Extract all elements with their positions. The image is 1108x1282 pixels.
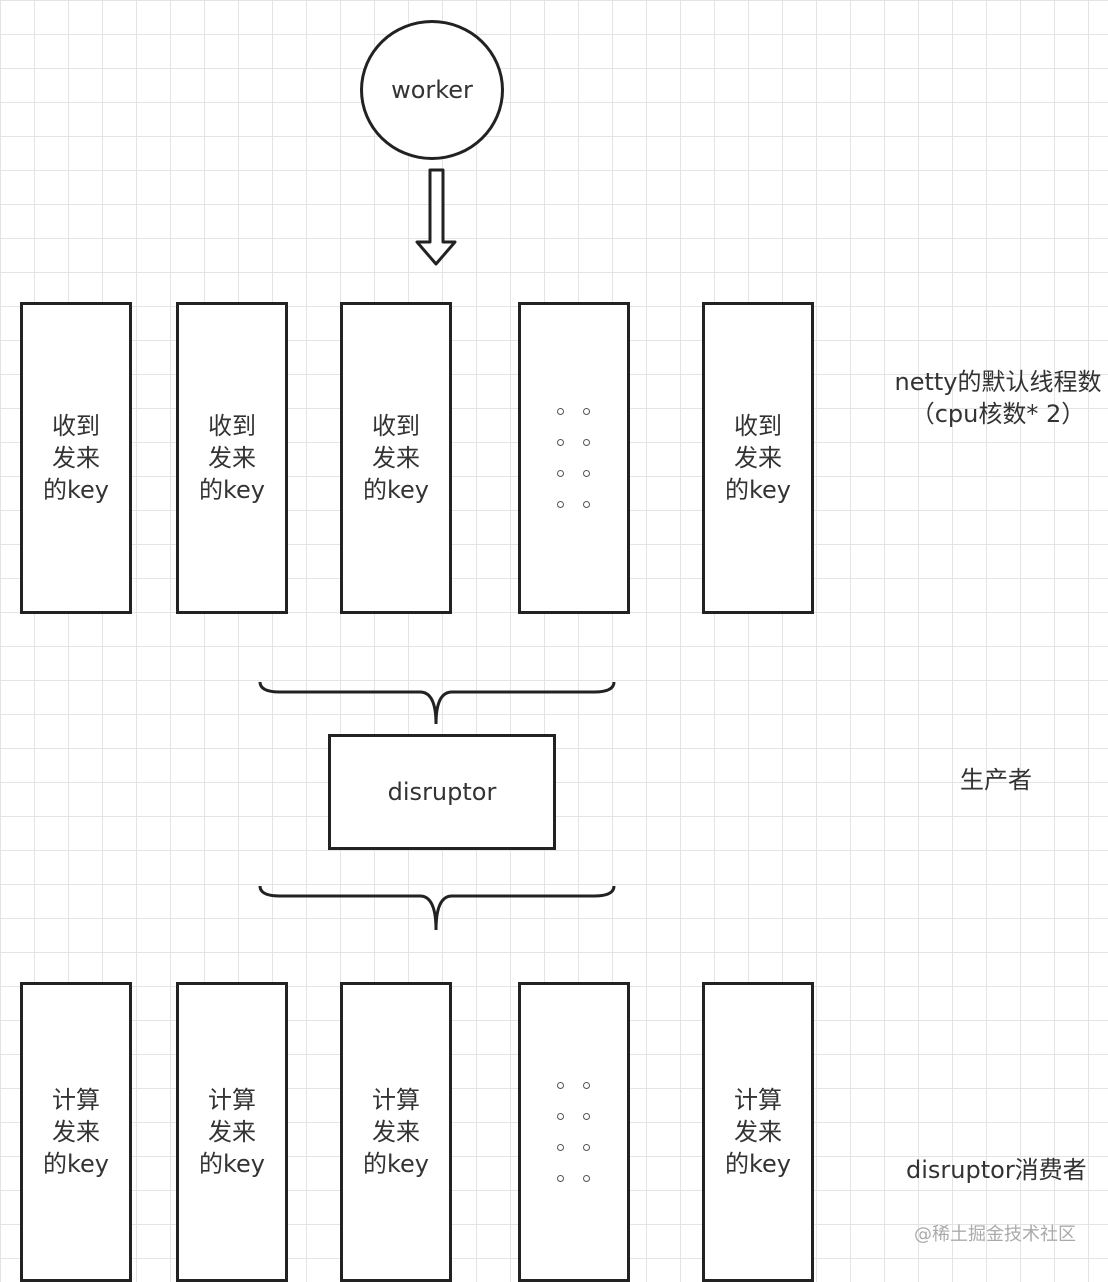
box-line: 计算	[51, 1086, 100, 1114]
box-line: 发来	[733, 444, 782, 472]
consumer-box: 计算 发来 的key	[20, 982, 132, 1282]
ellipsis-box	[518, 982, 630, 1282]
box-line: 的key	[42, 1150, 109, 1178]
disruptor-label: disruptor	[387, 778, 497, 806]
consumer-box: 计算 发来 的key	[702, 982, 814, 1282]
box-line: 的key	[42, 476, 109, 504]
box-line: 的key	[362, 1150, 429, 1178]
disruptor-box: disruptor	[328, 734, 556, 850]
consumer-label: disruptor消费者	[906, 1156, 1087, 1184]
box-line: 收到	[733, 412, 782, 440]
ellipsis-box	[518, 302, 630, 614]
watermark: @稀土掘金技术社区	[914, 1224, 1076, 1245]
box-line: 的key	[198, 1150, 265, 1178]
netty-thread-box: 收到 发来 的key	[702, 302, 814, 614]
ellipsis-dots-icon	[557, 1082, 591, 1182]
box-line: 的key	[724, 1150, 791, 1178]
box-line: 发来	[733, 1118, 782, 1146]
box-line: 发来	[207, 1118, 256, 1146]
box-line: 的key	[198, 476, 265, 504]
worker-node: worker	[360, 20, 504, 160]
box-line: 计算	[733, 1086, 782, 1114]
producer-label: 生产者	[960, 766, 1032, 794]
netty-threads-label: netty的默认线程数 （cpu核数* 2）	[888, 366, 1108, 430]
box-line: 发来	[51, 1118, 100, 1146]
netty-thread-box: 收到 发来 的key	[20, 302, 132, 614]
consumer-box: 计算 发来 的key	[176, 982, 288, 1282]
box-line: 收到	[51, 412, 100, 440]
box-line: 发来	[51, 444, 100, 472]
box-line: 收到	[207, 412, 256, 440]
down-arrow-icon	[415, 168, 457, 266]
box-line: 的key	[724, 476, 791, 504]
upper-brace	[258, 681, 616, 725]
ellipsis-dots-icon	[557, 408, 591, 508]
box-line: 发来	[371, 1118, 420, 1146]
netty-thread-box: 收到 发来 的key	[176, 302, 288, 614]
box-line: 计算	[207, 1086, 256, 1114]
lower-brace	[258, 885, 616, 931]
worker-label: worker	[391, 76, 473, 104]
netty-label-line2: （cpu核数* 2）	[910, 400, 1086, 428]
consumer-box: 计算 发来 的key	[340, 982, 452, 1282]
netty-thread-box: 收到 发来 的key	[340, 302, 452, 614]
box-line: 的key	[362, 476, 429, 504]
box-line: 收到	[371, 412, 420, 440]
box-line: 发来	[371, 444, 420, 472]
netty-label-line1: netty的默认线程数	[894, 368, 1102, 396]
box-line: 发来	[207, 444, 256, 472]
box-line: 计算	[371, 1086, 420, 1114]
